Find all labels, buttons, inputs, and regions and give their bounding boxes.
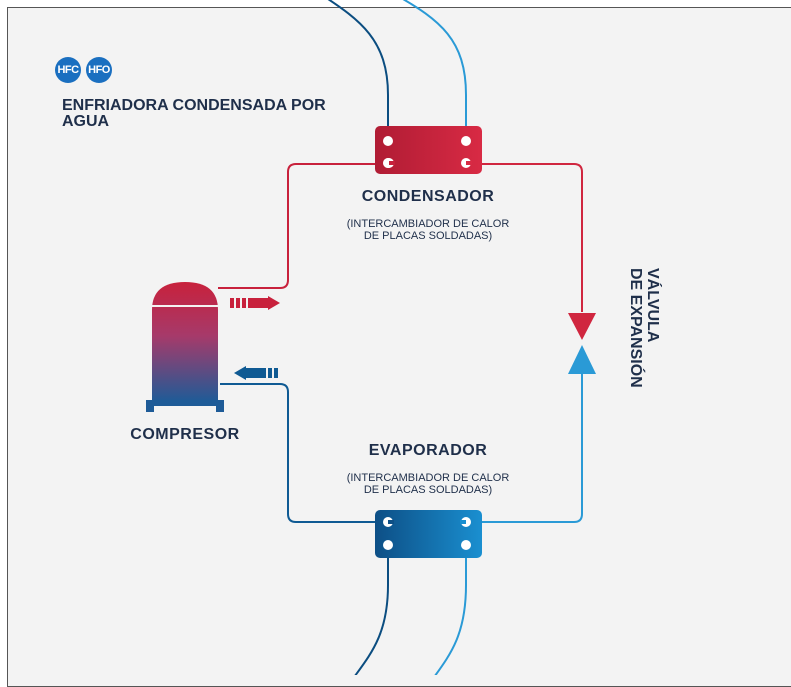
expansion-valve-label-line1: VÁLVULA	[644, 268, 661, 343]
evaporator-water-pipe-dark	[354, 545, 389, 675]
expansion-valve-label-line2: DE EXPANSIÓN	[627, 268, 644, 388]
condenser-unit	[375, 126, 482, 174]
hot-refrigerant-line-left	[218, 163, 376, 289]
cold-refrigerant-line-left	[220, 383, 376, 523]
condenser-description: (INTERCAMBIADOR DE CALOR DE PLACAS SOLDA…	[346, 218, 510, 242]
expansion-valve-icon	[568, 313, 596, 374]
hfo-badge: HFO	[86, 57, 112, 83]
diagram-title: ENFRIADORA CONDENSADA POR AGUA	[62, 97, 326, 130]
hot-refrigerant-line-right	[481, 163, 583, 312]
compressor-label: COMPRESOR	[130, 426, 240, 443]
compressor-unit	[146, 282, 224, 412]
hfc-badge: HFC	[55, 57, 81, 83]
evaporator-description: (INTERCAMBIADOR DE CALOR DE PLACAS SOLDA…	[346, 472, 510, 496]
diagram-frame	[7, 7, 791, 687]
condenser-label: CONDENSADOR	[361, 188, 495, 205]
cold-refrigerant-line-right	[481, 360, 583, 523]
expansion-valve-label: VÁLVULA DE EXPANSIÓN	[605, 268, 661, 414]
evaporator-water-pipe-light	[434, 545, 467, 675]
condenser-water-pipe-dark	[327, 0, 389, 136]
condenser-water-pipe-light	[402, 0, 467, 136]
suction-arrow-icon	[234, 366, 278, 380]
evaporator-label: EVAPORADOR	[368, 442, 488, 459]
discharge-arrow-icon	[230, 296, 280, 310]
evaporator-unit	[375, 510, 482, 558]
